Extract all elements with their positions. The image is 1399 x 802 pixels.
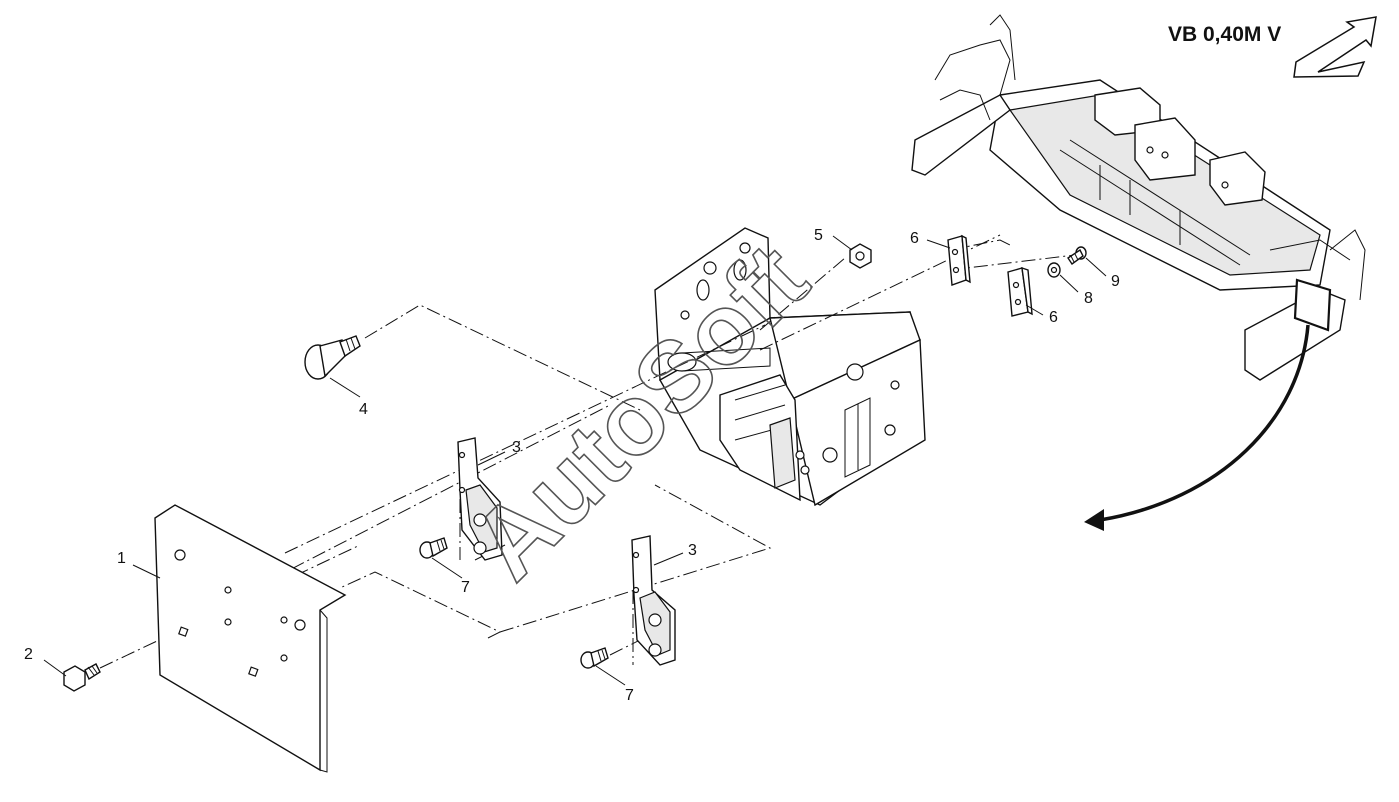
callout-3-upper: 3	[512, 439, 521, 456]
callout-6-upper: 6	[910, 230, 919, 247]
part-5-nut	[849, 243, 872, 269]
part-6-spacer-upper	[947, 234, 971, 286]
part-7-screw-upper	[419, 537, 448, 559]
callout-labels: 1 2 3 3 4 5 6 6 7 7 8 9	[24, 227, 1120, 704]
part-3-latch-upper	[457, 437, 503, 561]
callout-7-lower: 7	[625, 687, 634, 704]
callout-2: 2	[24, 646, 33, 663]
part-2-bolt	[63, 663, 101, 692]
part-4-stud	[304, 335, 361, 380]
part-1-cover-plate	[154, 504, 347, 773]
callout-4: 4	[359, 401, 368, 418]
part-6-spacer-lower	[1007, 266, 1033, 317]
main-bracket-block	[654, 227, 926, 507]
part-3-latch-lower	[631, 535, 676, 666]
callout-6-lower: 6	[1049, 309, 1058, 326]
leader-lines	[43, 235, 1107, 686]
callout-9: 9	[1111, 273, 1120, 290]
view-direction-arrow	[1293, 16, 1377, 78]
callout-5: 5	[814, 227, 823, 244]
callout-7-upper: 7	[461, 579, 470, 596]
detail-pointer-arrow	[1084, 324, 1310, 531]
machine-overview	[911, 14, 1366, 381]
callout-8: 8	[1084, 290, 1093, 307]
view-title: VB 0,40M V	[1168, 23, 1281, 46]
callout-1: 1	[117, 550, 126, 567]
part-8-washer	[1047, 262, 1061, 278]
part-7-screw-lower	[580, 647, 609, 669]
part-9-bolt	[1067, 246, 1087, 265]
callout-3-lower: 3	[688, 542, 697, 559]
